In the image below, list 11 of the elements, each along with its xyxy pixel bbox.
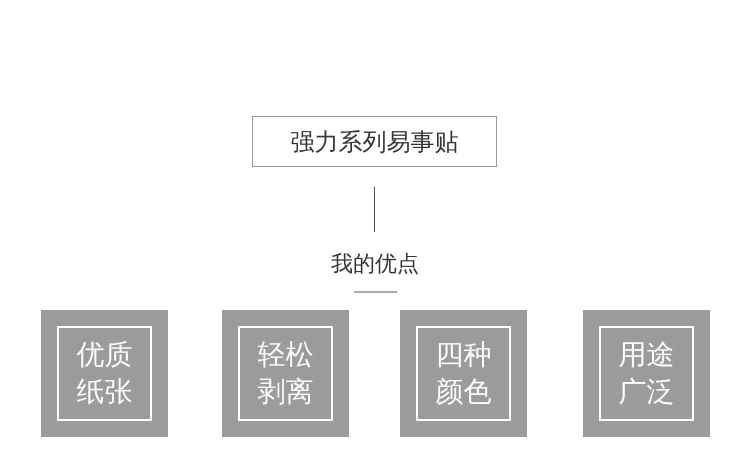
framed-label: 优质纸张	[57, 326, 152, 421]
title-box: 强力系列易事贴	[252, 116, 497, 167]
section-heading: 我的优点	[315, 246, 435, 282]
connector-line	[374, 186, 375, 232]
feature-tile	[222, 310, 349, 437]
feature-tile	[41, 310, 168, 437]
feature-tile	[583, 310, 710, 437]
feature-tile	[400, 310, 527, 437]
framed-label: 用途广泛	[599, 326, 694, 421]
framed-label: 轻松剥离	[238, 326, 333, 421]
framed-label: 四种颜色	[416, 326, 511, 421]
